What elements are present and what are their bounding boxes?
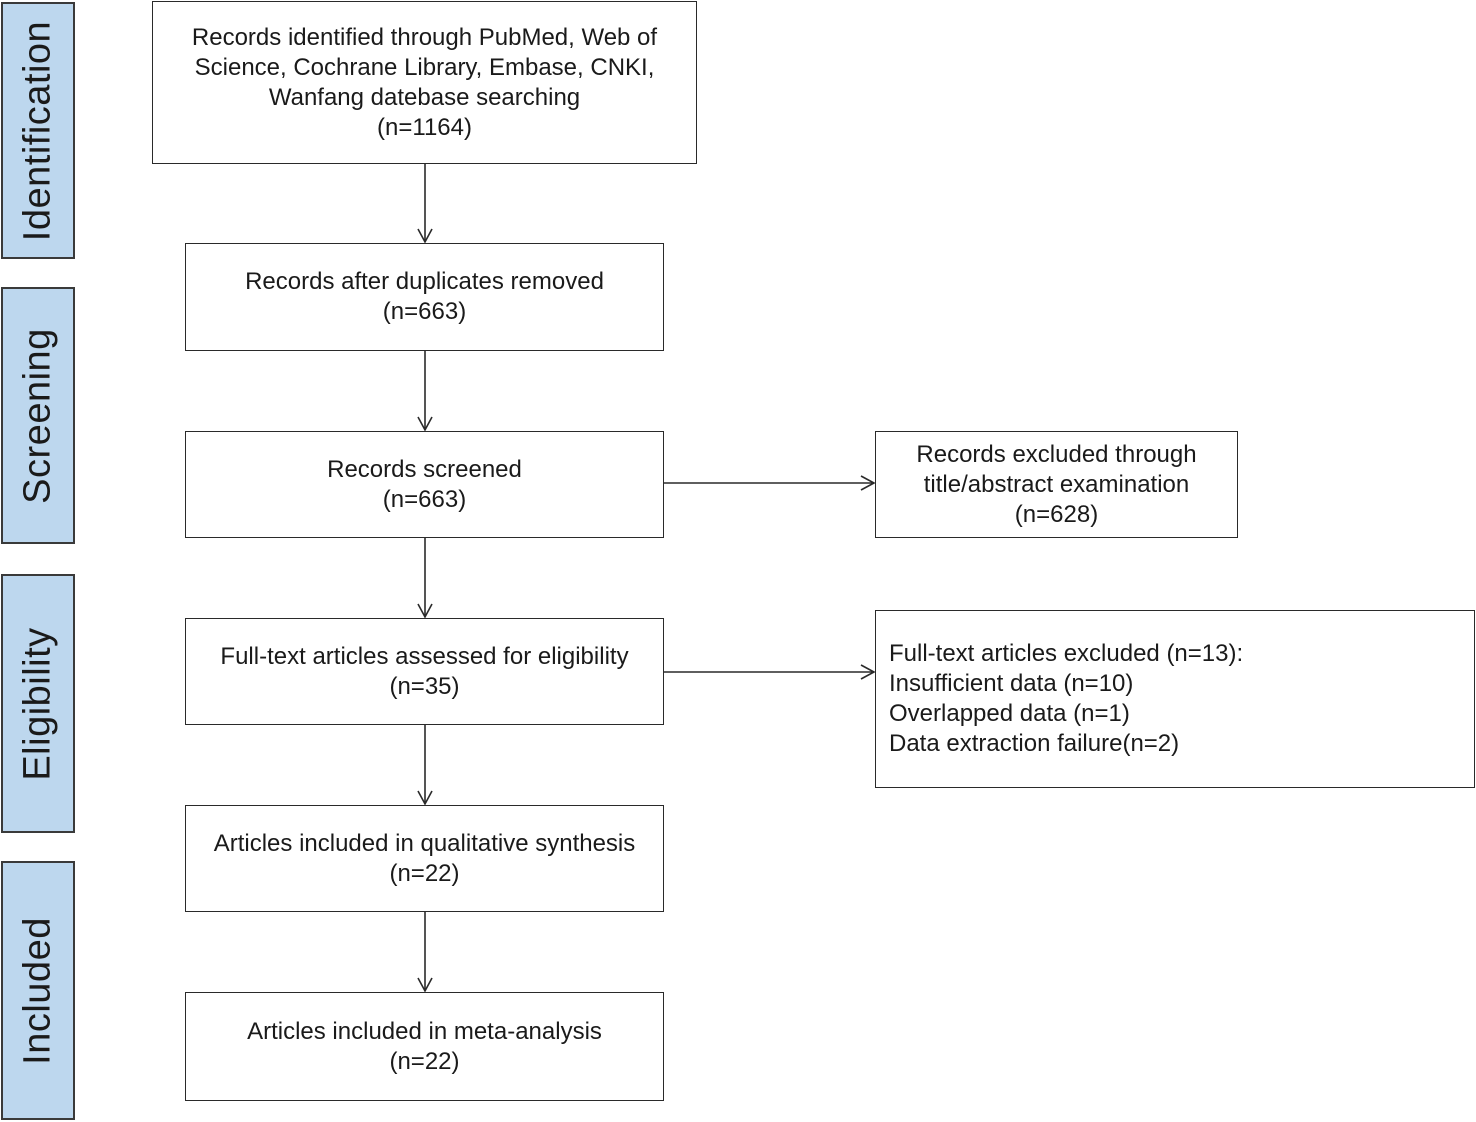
box-records-identified-line-2: Science, Cochrane Library, Embase, CNKI, bbox=[194, 53, 655, 81]
box-records-identified: Records identified through PubMed, Web o… bbox=[152, 1, 697, 164]
box-duplicates-removed: Records after duplicates removed (n=663) bbox=[185, 243, 664, 351]
box-qualitative-synthesis-count: (n=22) bbox=[389, 859, 460, 887]
box-meta-analysis: Articles included in meta-analysis (n=22… bbox=[185, 992, 664, 1101]
box-meta-analysis-count: (n=22) bbox=[389, 1047, 460, 1075]
box-records-identified-line-3: Wanfang datebase searching bbox=[268, 83, 581, 111]
box-duplicates-removed-count: (n=663) bbox=[382, 298, 467, 325]
box-qualitative-synthesis-line-1: Articles included in qualitative synthes… bbox=[213, 829, 636, 857]
box-full-text-excluded-reason-2: Overlapped data (n=1) bbox=[889, 700, 1130, 727]
phase-eligibility: Eligibility bbox=[1, 574, 75, 833]
box-full-text-excluded-reason-3: Data extraction failure(n=2) bbox=[889, 730, 1180, 757]
box-records-excluded-count: (n=628) bbox=[1014, 500, 1099, 528]
box-records-identified-line-1: Records identified through PubMed, Web o… bbox=[191, 23, 658, 51]
box-records-screened-line-1: Records screened bbox=[327, 455, 522, 483]
box-full-text-excluded: Full-text articles excluded (n=13): Insu… bbox=[875, 610, 1475, 788]
box-duplicates-removed-line-1: Records after duplicates removed bbox=[245, 268, 604, 295]
box-full-text-assessed-count: (n=35) bbox=[389, 672, 460, 700]
box-full-text-assessed: Full-text articles assessed for eligibil… bbox=[185, 618, 664, 725]
phase-included: Included bbox=[1, 861, 75, 1120]
box-records-screened-count: (n=663) bbox=[382, 485, 467, 513]
box-records-excluded-line-1: Records excluded through bbox=[916, 440, 1197, 468]
phase-identification: Identification bbox=[1, 2, 75, 259]
box-records-screened: Records screened (n=663) bbox=[185, 431, 664, 538]
box-meta-analysis-line-1: Articles included in meta-analysis bbox=[247, 1017, 602, 1045]
box-full-text-assessed-line-1: Full-text articles assessed for eligibil… bbox=[220, 642, 629, 670]
box-records-excluded-title-abstract: Records excluded through title/abstract … bbox=[875, 431, 1238, 538]
phase-screening: Screening bbox=[1, 287, 75, 544]
box-qualitative-synthesis: Articles included in qualitative synthes… bbox=[185, 805, 664, 912]
box-records-identified-count: (n=1164) bbox=[377, 113, 472, 141]
box-full-text-excluded-reason-1: Insufficient data (n=10) bbox=[889, 670, 1134, 697]
box-full-text-excluded-header: Full-text articles excluded (n=13): bbox=[889, 640, 1244, 667]
box-records-excluded-line-2: title/abstract examination bbox=[923, 470, 1190, 498]
